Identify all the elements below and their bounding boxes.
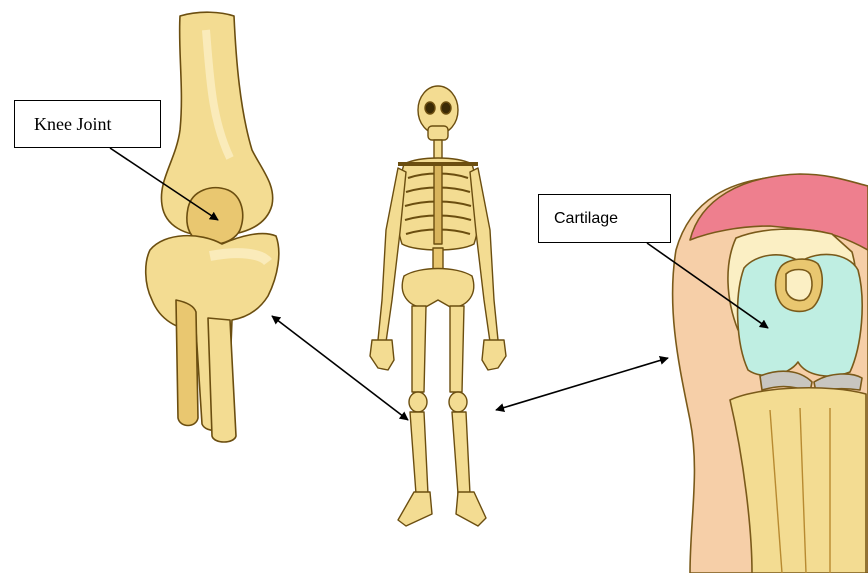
- right-shin: [452, 412, 470, 494]
- right-arm: [470, 168, 498, 342]
- cartilage-label-text: Cartilage: [554, 210, 618, 228]
- skeleton-illustration: [370, 86, 506, 526]
- knee-joint-label-text: Knee Joint: [34, 114, 111, 135]
- knee-cartilage-illustration: [673, 174, 868, 573]
- tibia-section: [730, 388, 866, 573]
- left-hand: [370, 340, 394, 370]
- left-femur: [412, 306, 426, 392]
- left-knee: [409, 392, 427, 412]
- left-shin: [410, 412, 428, 494]
- knee-joint-label: Knee Joint: [14, 100, 161, 148]
- pelvis: [402, 269, 474, 309]
- right-femur: [450, 306, 464, 392]
- cartilage-label: Cartilage: [538, 194, 671, 243]
- right-hand: [482, 340, 506, 370]
- right-knee: [449, 392, 467, 412]
- left-foot: [398, 492, 432, 526]
- right-foot: [456, 492, 486, 526]
- left-arm: [378, 168, 406, 342]
- knee-bones-illustration: [146, 12, 279, 442]
- fibula-bone: [176, 300, 198, 426]
- right-double-arrow: [496, 358, 668, 410]
